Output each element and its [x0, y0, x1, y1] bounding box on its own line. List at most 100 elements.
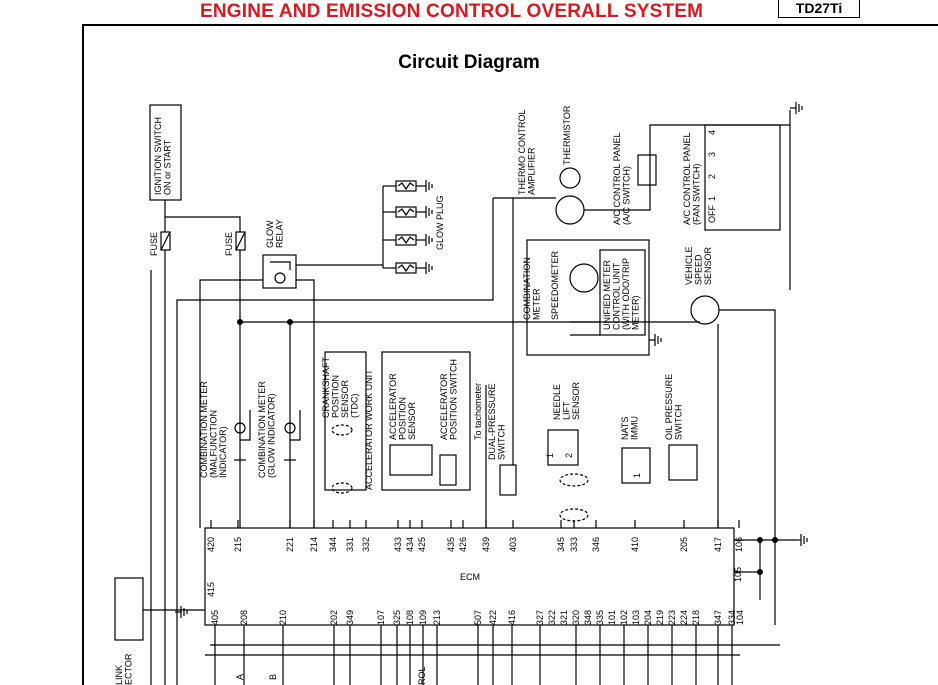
fan-position-label: OFF [707, 205, 717, 223]
ecm-pin-label: 320 [571, 610, 581, 625]
junction-dot [756, 568, 763, 575]
wire [296, 279, 315, 528]
glow-plug [395, 262, 417, 274]
ecm-pin-label: 219 [655, 610, 665, 625]
combination-meter-label: COMBINATION [522, 257, 532, 320]
thermo-control-label: AMPLIFIER [527, 147, 537, 195]
accel-pos-switch [439, 454, 457, 486]
header-title: ENGINE AND EMISSION CONTROL OVERALL SYST… [200, 1, 704, 22]
glow-plug-label: GLOW PLUG [435, 195, 445, 250]
ignition-switch-box [149, 104, 182, 201]
glow-relay [262, 254, 297, 289]
wire [176, 198, 494, 685]
dual-pressure-label: SWITCH [497, 425, 507, 461]
fuse-mark [160, 231, 171, 251]
ecm-pin-label: 215 [233, 537, 243, 552]
ecm-pin-label: 108 [405, 610, 415, 625]
needle-lift-label: NEEDLE [552, 384, 562, 420]
ecm-pin-label: 434 [405, 537, 415, 552]
ecm-pin-label: 327 [535, 610, 545, 625]
oil-pressure-label: SWITCH [674, 405, 684, 441]
glow-relay-label: RELAY [275, 219, 285, 248]
combination-meter-label: METER [532, 288, 542, 320]
ecm-pin-label: 213 [432, 610, 442, 625]
shield [331, 424, 353, 436]
ecm-pin-label: 433 [393, 537, 403, 552]
ecm-pin-label: 346 [591, 537, 601, 552]
left-margin-rule [82, 24, 84, 685]
ecm-pin-label: 347 [713, 610, 723, 625]
header-rule [82, 24, 938, 26]
thermistor-label: THERMISTOR [562, 105, 572, 165]
nats-label: NATS [620, 417, 630, 440]
data-link-connector [114, 577, 144, 641]
accelerator-work-unit [381, 351, 471, 491]
shield [559, 473, 589, 487]
comb-meter-glow-label: COMBINATION METER [257, 381, 267, 478]
wire [290, 410, 301, 441]
wire [199, 279, 263, 300]
unified-meter-unit [599, 249, 646, 336]
data-link-label: LINK [114, 665, 124, 685]
crankshaft-sensor-label: POSITION [331, 375, 341, 418]
ecm-pin-label: 221 [285, 537, 295, 552]
pin-number: 2 [564, 453, 574, 458]
ac-switch-label: (A/C SWITCH) [622, 166, 632, 225]
ecm-pin-label: 331 [345, 537, 355, 552]
ecm-pin-label: 105 [733, 567, 743, 582]
nats-immu [621, 447, 651, 484]
speedometer-gauge [569, 263, 599, 293]
ecm-box [204, 527, 735, 626]
ecm-pin-label: 103 [631, 610, 641, 625]
glow-plug [395, 234, 417, 246]
bottom-label: A [235, 674, 245, 680]
glow-plug-coil [397, 236, 415, 245]
thermo-control-label: THERMO CONTROL [517, 110, 527, 196]
fan-position-label: 3 [707, 152, 717, 157]
ecm-pin-label: 205 [679, 537, 689, 552]
junction-dot [237, 319, 244, 326]
ecm-pin-label: 224 [679, 610, 689, 625]
nats-label: IMMU [630, 416, 640, 440]
ecm-pin-label: 104 [735, 610, 745, 625]
needle-lift-label: SENSOR [571, 381, 581, 420]
wire [240, 410, 251, 441]
accel-pos-sensor-label: ACCELERATOR [388, 373, 398, 440]
comb-meter-glow-label: (GLOW INDICATOR) [267, 393, 277, 478]
fuse-1 [160, 231, 171, 251]
fan-position-label: 4 [707, 130, 717, 135]
components [114, 102, 808, 641]
ecm-pin-label: 204 [643, 610, 653, 625]
oil-pressure-switch [668, 444, 698, 481]
accel-pos-sensor [389, 444, 433, 476]
data-link-label: ECTOR [124, 653, 134, 685]
pin-number: 1 [632, 473, 642, 478]
ignition-switch-label: ON or START [163, 139, 173, 195]
to-tachometer-label: To tachometer [473, 383, 483, 440]
shield [331, 482, 353, 494]
ecm-pin-label: 334 [727, 610, 737, 625]
junction-dot [756, 536, 763, 543]
ecm-pin-label: 344 [328, 537, 338, 552]
accel-pos-switch-label: ACCELERATOR [439, 373, 449, 440]
crankshaft-sensor-label: CRANKSHAFT [321, 356, 331, 418]
ecm-pin-label: 325 [392, 610, 402, 625]
fan-position-label: 1 [707, 196, 717, 201]
ecm-pin-label: 109 [418, 610, 428, 625]
page-subtitle: Circuit Diagram [398, 52, 540, 73]
comb-meter-malfunction-label: (MALFUNCTION [209, 410, 219, 478]
glow-lamp [284, 422, 296, 434]
ecm-pin-label: 422 [488, 610, 498, 625]
crankshaft-sensor-box [324, 351, 367, 491]
oil-pressure-label: OIL PRESSURE [664, 374, 674, 440]
ecm-pin-label: 101 [607, 610, 617, 625]
wire [719, 309, 776, 625]
model-badge: TD27Ti [778, 0, 860, 18]
ecm-pin-label: 332 [361, 537, 371, 552]
ecm-pin-label: 202 [329, 610, 339, 625]
relay-coil [274, 272, 286, 284]
ecm-pin-label: 210 [278, 610, 288, 625]
wiring [143, 110, 795, 685]
ecm-pin-label: 333 [569, 537, 579, 552]
